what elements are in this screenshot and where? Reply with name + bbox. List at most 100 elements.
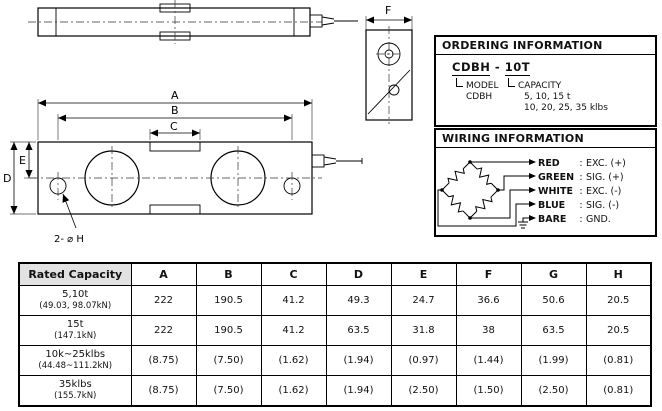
table-row: 15t (147.1kN) 222 190.5 41.2 63.5 31.8 3… — [18, 315, 652, 346]
top-view-drawing — [28, 0, 358, 44]
capacity-cell: 15t (147.1kN) — [18, 315, 132, 346]
col-header-capacity: Rated Capacity — [18, 262, 132, 286]
cable-top-view — [309, 14, 358, 28]
dim-value-cell: (1.94) — [325, 375, 392, 407]
ordering-info-box: ORDERING INFORMATION CDBH - 10T MODEL CD… — [434, 35, 657, 127]
dim-value-cell: 190.5 — [195, 315, 262, 346]
capacity-cell: 5,10t (49.03, 98.07kN) — [18, 285, 132, 316]
dim-value-cell: 41.2 — [260, 285, 327, 316]
ordering-capacity-metric: 5, 10, 15 t — [524, 92, 571, 102]
dim-value-cell: 24.7 — [390, 285, 457, 316]
dim-value-cell: 31.8 — [390, 315, 457, 346]
dim-value-cell: 38 — [455, 315, 522, 346]
col-header-d: D — [325, 262, 392, 286]
table-row: 5,10t (49.03, 98.07kN) 222 190.5 41.2 49… — [18, 285, 652, 316]
dim-label-e: E — [19, 154, 26, 167]
end-view-drawing: F — [365, 4, 413, 124]
dim-value-cell: 20.5 — [585, 285, 652, 316]
wire-color: BARE — [538, 214, 567, 225]
wire-color: RED — [538, 158, 560, 169]
capacity-cell: 10k~25klbs (44.48~111.2kN) — [18, 345, 132, 376]
dim-label-b: B — [171, 104, 179, 117]
wire-color: GREEN — [538, 172, 575, 183]
ordering-capacity-imperial: 10, 20, 25, 35 klbs — [524, 103, 608, 113]
wire-arrow-icon — [529, 187, 536, 193]
hole-note-label: 2- ⌀ H — [54, 234, 84, 245]
dim-value-cell: 63.5 — [325, 315, 392, 346]
dim-value-cell: (1.94) — [325, 345, 392, 376]
wire-arrow-icon — [529, 215, 536, 221]
col-header-h: H — [585, 262, 652, 286]
table-row: 35klbs (155.7kN) (8.75) (7.50) (1.62) (1… — [18, 375, 652, 407]
dim-value-cell: 50.6 — [520, 285, 587, 316]
wire-row-blue: BLUE : SIG. (-) — [538, 199, 655, 213]
dim-value-cell: (0.97) — [390, 345, 457, 376]
dim-value-cell: (7.50) — [195, 345, 262, 376]
capacity-connector-line — [508, 78, 515, 87]
dim-value-cell: (8.75) — [130, 375, 197, 407]
ordering-title: ORDERING INFORMATION — [436, 37, 655, 55]
dim-value-cell: 49.3 — [325, 285, 392, 316]
ordering-model-value: CDBH — [466, 92, 493, 102]
dim-value-cell: (1.44) — [455, 345, 522, 376]
ordering-code: CDBH - 10T — [452, 60, 531, 76]
col-header-c: C — [260, 262, 327, 286]
dim-value-cell: 41.2 — [260, 315, 327, 346]
wiring-info-box: WIRING INFORMATION — [434, 128, 657, 237]
table-row: 10k~25klbs (44.48~111.2kN) (8.75) (7.50)… — [18, 345, 652, 376]
wire-row-green: GREEN : SIG. (+) — [538, 171, 655, 185]
dim-value-cell: 63.5 — [520, 315, 587, 346]
wire-row-white: WHITE : EXC. (-) — [538, 185, 655, 199]
end-view-pin-hole — [388, 84, 400, 96]
dim-value-cell: (1.62) — [260, 375, 327, 407]
dim-value-cell: (1.99) — [520, 345, 587, 376]
dim-value-cell: (0.81) — [585, 375, 652, 407]
col-header-f: F — [455, 262, 522, 286]
col-header-g: G — [520, 262, 587, 286]
ordering-model-label: MODEL — [466, 81, 499, 91]
wire-arrow-icon — [529, 201, 536, 207]
wire-color: WHITE — [538, 186, 573, 197]
dimension-drawing: A B C D E 2- ⌀ H — [3, 0, 413, 245]
ordering-separator: - — [494, 60, 501, 74]
dim-value-cell: (8.75) — [130, 345, 197, 376]
dimension-table: Rated Capacity A B C D E F G H 5,10t (49… — [18, 262, 652, 407]
dim-value-cell: 20.5 — [585, 315, 652, 346]
dim-label-f: F — [385, 4, 391, 17]
dim-value-cell: 36.6 — [455, 285, 522, 316]
dim-value-cell: (1.50) — [455, 375, 522, 407]
dim-value-cell: 222 — [130, 285, 197, 316]
dim-value-cell: 222 — [130, 315, 197, 346]
dim-value-cell: (2.50) — [390, 375, 457, 407]
bridge-circuit-diagram — [437, 159, 536, 229]
dim-label-a: A — [171, 89, 179, 102]
wire-signal: GND. — [586, 214, 611, 225]
dim-value-cell: (7.50) — [195, 375, 262, 407]
wire-row-bare: BARE : GND. — [538, 213, 655, 227]
ordering-model-code: CDBH — [452, 60, 491, 76]
wire-color: BLUE — [538, 200, 566, 211]
col-header-e: E — [390, 262, 457, 286]
wire-signal: SIG. (-) — [586, 200, 620, 211]
dim-label-c: C — [170, 120, 178, 133]
wire-arrow-icon — [529, 173, 536, 179]
wiring-title: WIRING INFORMATION — [436, 130, 655, 148]
dim-value-cell: 190.5 — [195, 285, 262, 316]
front-view-drawing: A B C D E 2- ⌀ H — [3, 89, 363, 245]
wire-arrow-icon — [529, 159, 536, 165]
wire-signal: EXC. (-) — [586, 186, 622, 197]
dim-label-d: D — [3, 172, 11, 185]
dim-value-cell: (2.50) — [520, 375, 587, 407]
wire-signal: SIG. (+) — [586, 172, 624, 183]
cable-front-view — [311, 154, 363, 168]
wire-row-red: RED : EXC. (+) — [538, 157, 655, 171]
dim-value-cell: (0.81) — [585, 345, 652, 376]
col-header-a: A — [130, 262, 197, 286]
dim-value-cell: (1.62) — [260, 345, 327, 376]
wire-list: RED : EXC. (+) GREEN : SIG. (+) WHITE : … — [538, 157, 655, 238]
ordering-capacity-code: 10T — [504, 60, 531, 76]
wire-signal: EXC. (+) — [586, 158, 626, 169]
ordering-capacity-label: CAPACITY — [518, 81, 562, 91]
capacity-cell: 35klbs (155.7kN) — [18, 375, 132, 407]
col-header-b: B — [195, 262, 262, 286]
